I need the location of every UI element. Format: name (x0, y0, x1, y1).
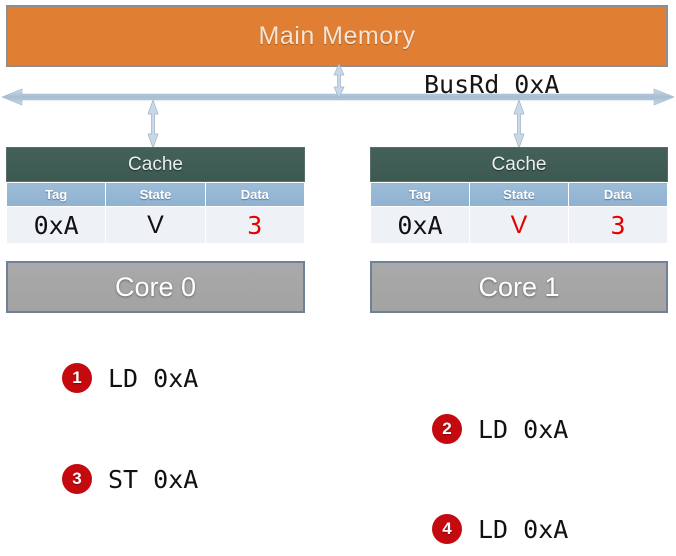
step-badge-4: 4 (432, 514, 462, 544)
cache-header-row-0: Tag State Data (5, 182, 306, 207)
cache-header-row-1: Tag State Data (370, 182, 668, 207)
step-label-1: LD 0xA (108, 363, 199, 393)
core-block-1: Core 1 (370, 261, 668, 313)
step-item-1: 1 LD 0xA (62, 363, 198, 393)
cache-block-0: Cache Tag State Data 0xA V 3 (5, 147, 306, 244)
cache1-bus-connector-icon (513, 100, 525, 148)
column-header-data-1: Data (568, 182, 668, 207)
cache-data-value-1: 3 (568, 206, 668, 244)
column-header-data-0: Data (204, 182, 306, 207)
cache-block-1: Cache Tag State Data 0xA V 3 (370, 147, 668, 244)
step-badge-3: 3 (62, 464, 92, 494)
cache0-bus-connector-icon (147, 100, 159, 148)
cache-data-row-1: 0xA V 3 (370, 206, 668, 244)
column-header-state-0: State (105, 182, 206, 207)
cache-state-value-0: V (105, 206, 206, 244)
cache-tag-value-0: 0xA (5, 206, 107, 244)
cache-title-0: Cache (6, 147, 305, 182)
cache-title-1: Cache (370, 147, 668, 182)
core-block-0: Core 0 (6, 261, 305, 313)
step-item-3: 3 ST 0xA (62, 464, 198, 494)
cache-table-1: Tag State Data 0xA V 3 (370, 182, 668, 244)
step-label-3: ST 0xA (108, 464, 199, 494)
main-memory-label: Main Memory (258, 21, 416, 50)
cache-title-label-1: Cache (491, 153, 547, 175)
step-label-4: LD 0xA (478, 514, 569, 544)
cache-data-value-0: 3 (204, 206, 306, 244)
cache-state-value-1: V (469, 206, 569, 244)
cache-tag-value-1: 0xA (370, 206, 470, 244)
step-label-2: LD 0xA (478, 414, 569, 444)
step-item-4: 4 LD 0xA (432, 514, 568, 544)
memory-bus-connector-icon (333, 64, 345, 98)
step-badge-1: 1 (62, 363, 92, 393)
step-item-2: 2 LD 0xA (432, 414, 568, 444)
cache-title-label-0: Cache (128, 153, 183, 175)
core-label-0: Core 0 (114, 271, 197, 302)
core-label-1: Core 1 (478, 271, 560, 302)
column-header-state-1: State (469, 182, 569, 207)
column-header-tag-0: Tag (5, 182, 107, 207)
cache-table-0: Tag State Data 0xA V 3 (5, 182, 306, 244)
cache-data-row-0: 0xA V 3 (5, 206, 306, 244)
busrd-annotation: BusRd 0xA (424, 70, 560, 99)
bus-arrow-icon (1, 88, 675, 106)
column-header-tag-1: Tag (370, 182, 470, 207)
step-badge-2: 2 (432, 414, 462, 444)
main-memory-block: Main Memory (6, 5, 668, 67)
